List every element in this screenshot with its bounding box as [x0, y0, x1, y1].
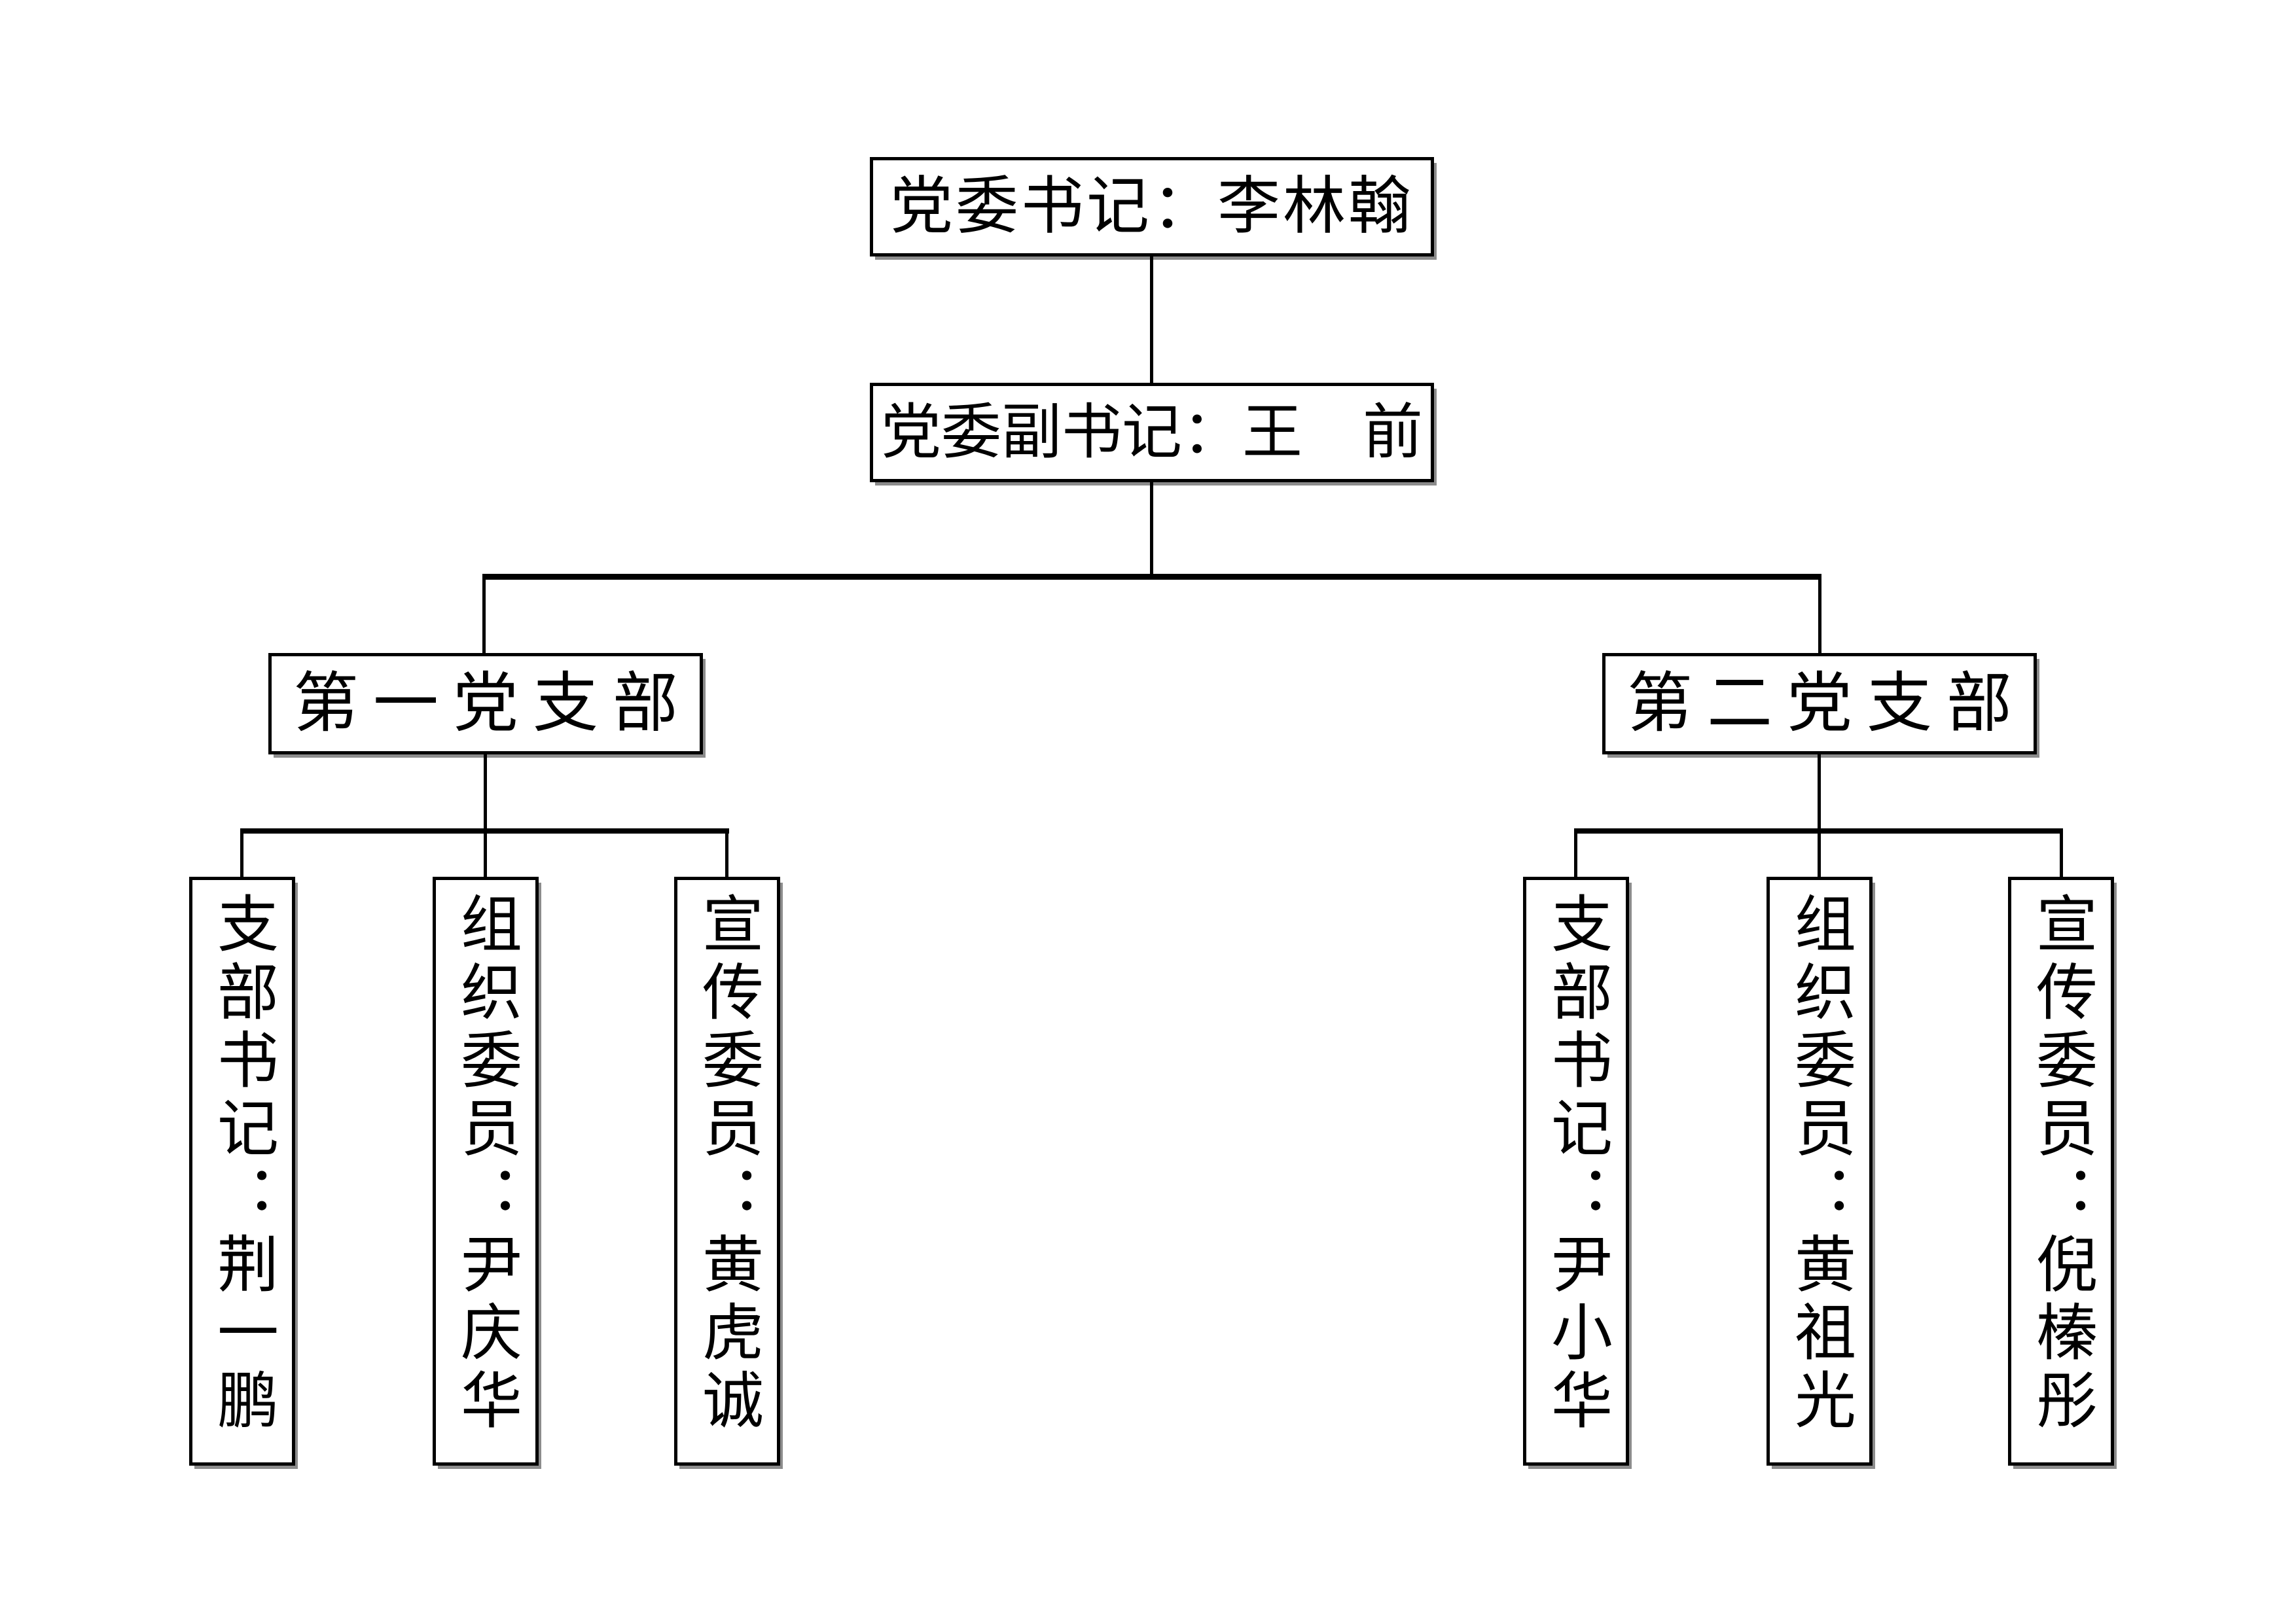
node-branch2-secretary: 支部书记：尹小华: [1523, 877, 1629, 1466]
connector-main-horizontal: [482, 574, 1821, 580]
connector-drop-branch1-member-3: [725, 828, 728, 879]
connector-drop-branch2-member-2: [1818, 828, 1821, 879]
connector-drop-branch2-member-3: [2060, 828, 2063, 879]
connector-drop-branch-2: [1818, 574, 1821, 654]
connector-drop-branch2-member-1: [1574, 828, 1577, 879]
connector-drop-branch1-member-2: [484, 828, 487, 879]
connector-root-to-deputy: [1150, 255, 1153, 383]
connector-branch2-trunk: [1818, 752, 1821, 831]
node-branch1-organization-member: 组织委员：尹庆华: [433, 877, 539, 1466]
node-branch2-organization-member: 组织委员：黄祖光: [1767, 877, 1873, 1466]
node-branch-2: 第二党支部: [1602, 653, 2037, 754]
node-deputy-secretary: 党委副书记：王 前: [870, 383, 1434, 482]
connector-branch1-trunk: [484, 752, 487, 831]
node-branch1-secretary: 支部书记：荆一鹏: [189, 877, 295, 1466]
connector-drop-branch-1: [482, 574, 486, 654]
node-party-secretary: 党委书记：李林翰: [870, 157, 1434, 256]
connector-drop-branch1-member-1: [240, 828, 243, 879]
node-branch2-publicity-member: 宣传委员：倪榛彤: [2008, 877, 2114, 1466]
connector-deputy-to-trunk: [1150, 481, 1153, 577]
node-branch1-publicity-member: 宣传委员：黄虎诚: [674, 877, 780, 1466]
node-branch-1: 第一党支部: [268, 653, 703, 754]
